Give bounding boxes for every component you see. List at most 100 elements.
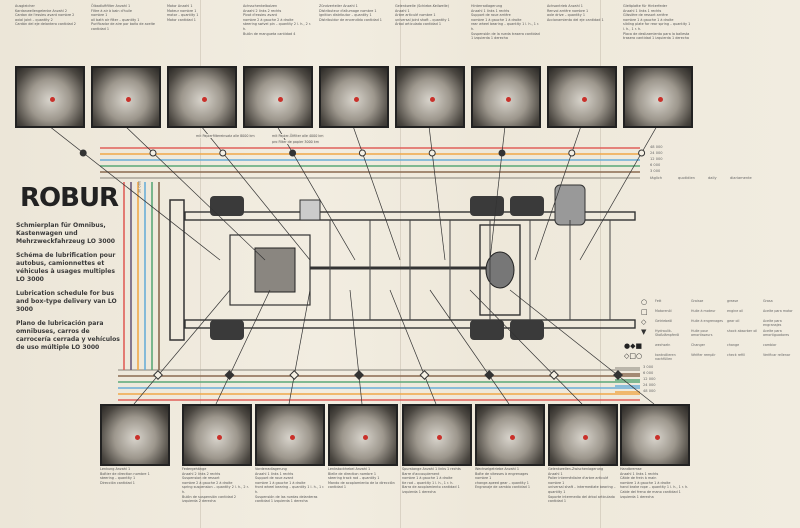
interval-marker	[358, 149, 366, 157]
legend-symbol-cup-icon: ▼	[641, 328, 647, 336]
caption-line: universal joint shaft – quantity 1	[395, 17, 450, 22]
legend-label: Huile à moteur	[691, 309, 716, 313]
caption-line: Anzahl 1 links 1 rechts	[471, 8, 510, 13]
caption-line: Placa de deslizamiento para la ballesta …	[623, 31, 690, 41]
caption-line: Glissière de ressort arrière	[623, 13, 668, 18]
top-detail-image	[91, 66, 161, 128]
interval-label: 24 000	[650, 151, 663, 155]
caption-line: nombre 2 à gauche 2 à droite	[243, 17, 294, 22]
caption-line: Anzahl 1 links 1 rechts	[623, 8, 662, 13]
engine	[229, 234, 311, 306]
top-detail-image	[319, 66, 389, 128]
lubrication-point-marker	[437, 435, 442, 440]
leader-line	[429, 289, 510, 405]
bottom-detail-image	[100, 404, 170, 466]
legend-symbol-circle-icon: ○	[641, 298, 648, 306]
caption-line: Support de roue arrière	[471, 13, 511, 18]
top-detail-image	[395, 66, 465, 128]
fold-line	[200, 0, 201, 528]
interval-label: 6 000	[650, 163, 661, 167]
caption-line: Cardan de l'essieu avant nombre 2	[15, 13, 75, 18]
caption-line: Gelenkwellen-Zwischenlagerung	[548, 467, 604, 471]
caption-line: Filtre à air à bain d'huile	[91, 8, 132, 13]
leader-line	[489, 125, 506, 261]
front-bumper	[169, 199, 185, 341]
legend-label: Aceite para motor	[763, 309, 793, 313]
wheel	[210, 196, 244, 216]
interval-label: 24 000	[643, 383, 656, 387]
lubrication-point-marker	[506, 97, 511, 102]
fold-line	[400, 0, 401, 528]
interval-marker	[428, 149, 436, 157]
caption-line: sliding plate for rear spring – quantity…	[623, 22, 691, 31]
caption-line: Achsantrieb Anzahl 1	[547, 4, 583, 8]
fold-line	[600, 0, 601, 528]
caption-line: nombre 1 à gauche 1 à droite	[255, 480, 306, 485]
caption-line: Zündverteiler Anzahl 1	[319, 4, 358, 8]
bottom-detail-image	[255, 404, 325, 466]
legend-label: Aceite para amortiguadores	[763, 329, 790, 337]
title-de: Schmierplan für Omnibus, Kastenwagen und…	[16, 222, 116, 245]
interval-marker	[498, 149, 506, 157]
top-detail-image	[243, 66, 313, 128]
open-symbols-icon: ◇□○	[624, 352, 643, 360]
legend-label: change	[727, 343, 740, 347]
interval-marker	[638, 149, 646, 157]
legend-symbol-diamond-icon: ◇	[641, 318, 647, 326]
lubrication-point-marker	[655, 435, 660, 440]
caption-line: Federgehänge	[182, 467, 207, 471]
wheel	[210, 320, 244, 340]
legend-label: Vérifier remplir	[691, 353, 716, 357]
caption-line: Motor Anzahl 1	[167, 4, 193, 8]
leader-line	[469, 289, 583, 405]
lubrication-point-marker	[430, 97, 435, 102]
caption-line: rear wheel bearing – quantity 1 l. h., 1…	[471, 22, 540, 31]
interval-marker	[149, 149, 157, 157]
caption-line: Motor cantidad 1	[167, 17, 196, 22]
caption-line: Vorderradlagerung	[255, 467, 287, 471]
caption-line: Dirección cantidad 1	[100, 480, 135, 485]
caption-line: Cardán del eje delantero cantidad 2	[15, 22, 76, 27]
leader-line	[428, 125, 446, 261]
caption-line: Anzahl 2 links 2 rechts	[182, 471, 221, 476]
caption-line: Hinterradlagerung	[471, 4, 503, 8]
caption-line: Soporte intermedio del árbol articulado …	[548, 494, 615, 504]
wheel	[470, 196, 504, 216]
legend-symbol-square-icon: □	[641, 308, 648, 316]
caption-line: Suspensión de las ruedas delanteras cant…	[255, 494, 318, 504]
lubrication-point-marker	[135, 435, 140, 440]
interval-marker	[153, 370, 163, 380]
legend-label: grease	[727, 299, 739, 303]
lubrication-point-marker	[126, 97, 131, 102]
lubrication-point-marker	[354, 97, 359, 102]
leader-line	[534, 125, 582, 261]
caption-line: Boîte de vitesses à engrenages	[475, 471, 529, 476]
lubrication-point-marker	[50, 97, 55, 102]
title-block: Schmierplan für Omnibus, Kastenwagen und…	[16, 222, 122, 358]
caption-line: ignition distributor – quantity 1	[319, 13, 372, 18]
caption-line: Support de roue avant	[255, 476, 294, 481]
interval-label: 48 000	[650, 145, 663, 149]
caption-line: Pivot d'essieu avant	[243, 13, 277, 18]
caption-line: Purificador de aire por baño de aceite c…	[91, 22, 155, 31]
bottom-detail-image	[475, 404, 545, 466]
interval-marker	[289, 149, 297, 157]
lubrication-point-marker	[510, 435, 515, 440]
leader-line	[509, 289, 655, 405]
lubrication-point-marker	[202, 97, 207, 102]
caption-line: axial joint – quantity 2	[15, 17, 53, 22]
bottom-detail-image	[548, 404, 618, 466]
interval-marker	[289, 370, 300, 380]
bottom-detail-image	[620, 404, 690, 466]
leader-line	[579, 125, 658, 261]
interval-label: 48 000	[643, 389, 656, 393]
interval-marker	[613, 370, 623, 380]
legend-label: Changer	[691, 343, 705, 347]
caption-line: Renvoi arrière nombre 1	[547, 8, 589, 13]
caption-line: front wheel bearing – quantity 1 l. h., …	[255, 485, 325, 494]
lubrication-point-marker	[658, 97, 663, 102]
